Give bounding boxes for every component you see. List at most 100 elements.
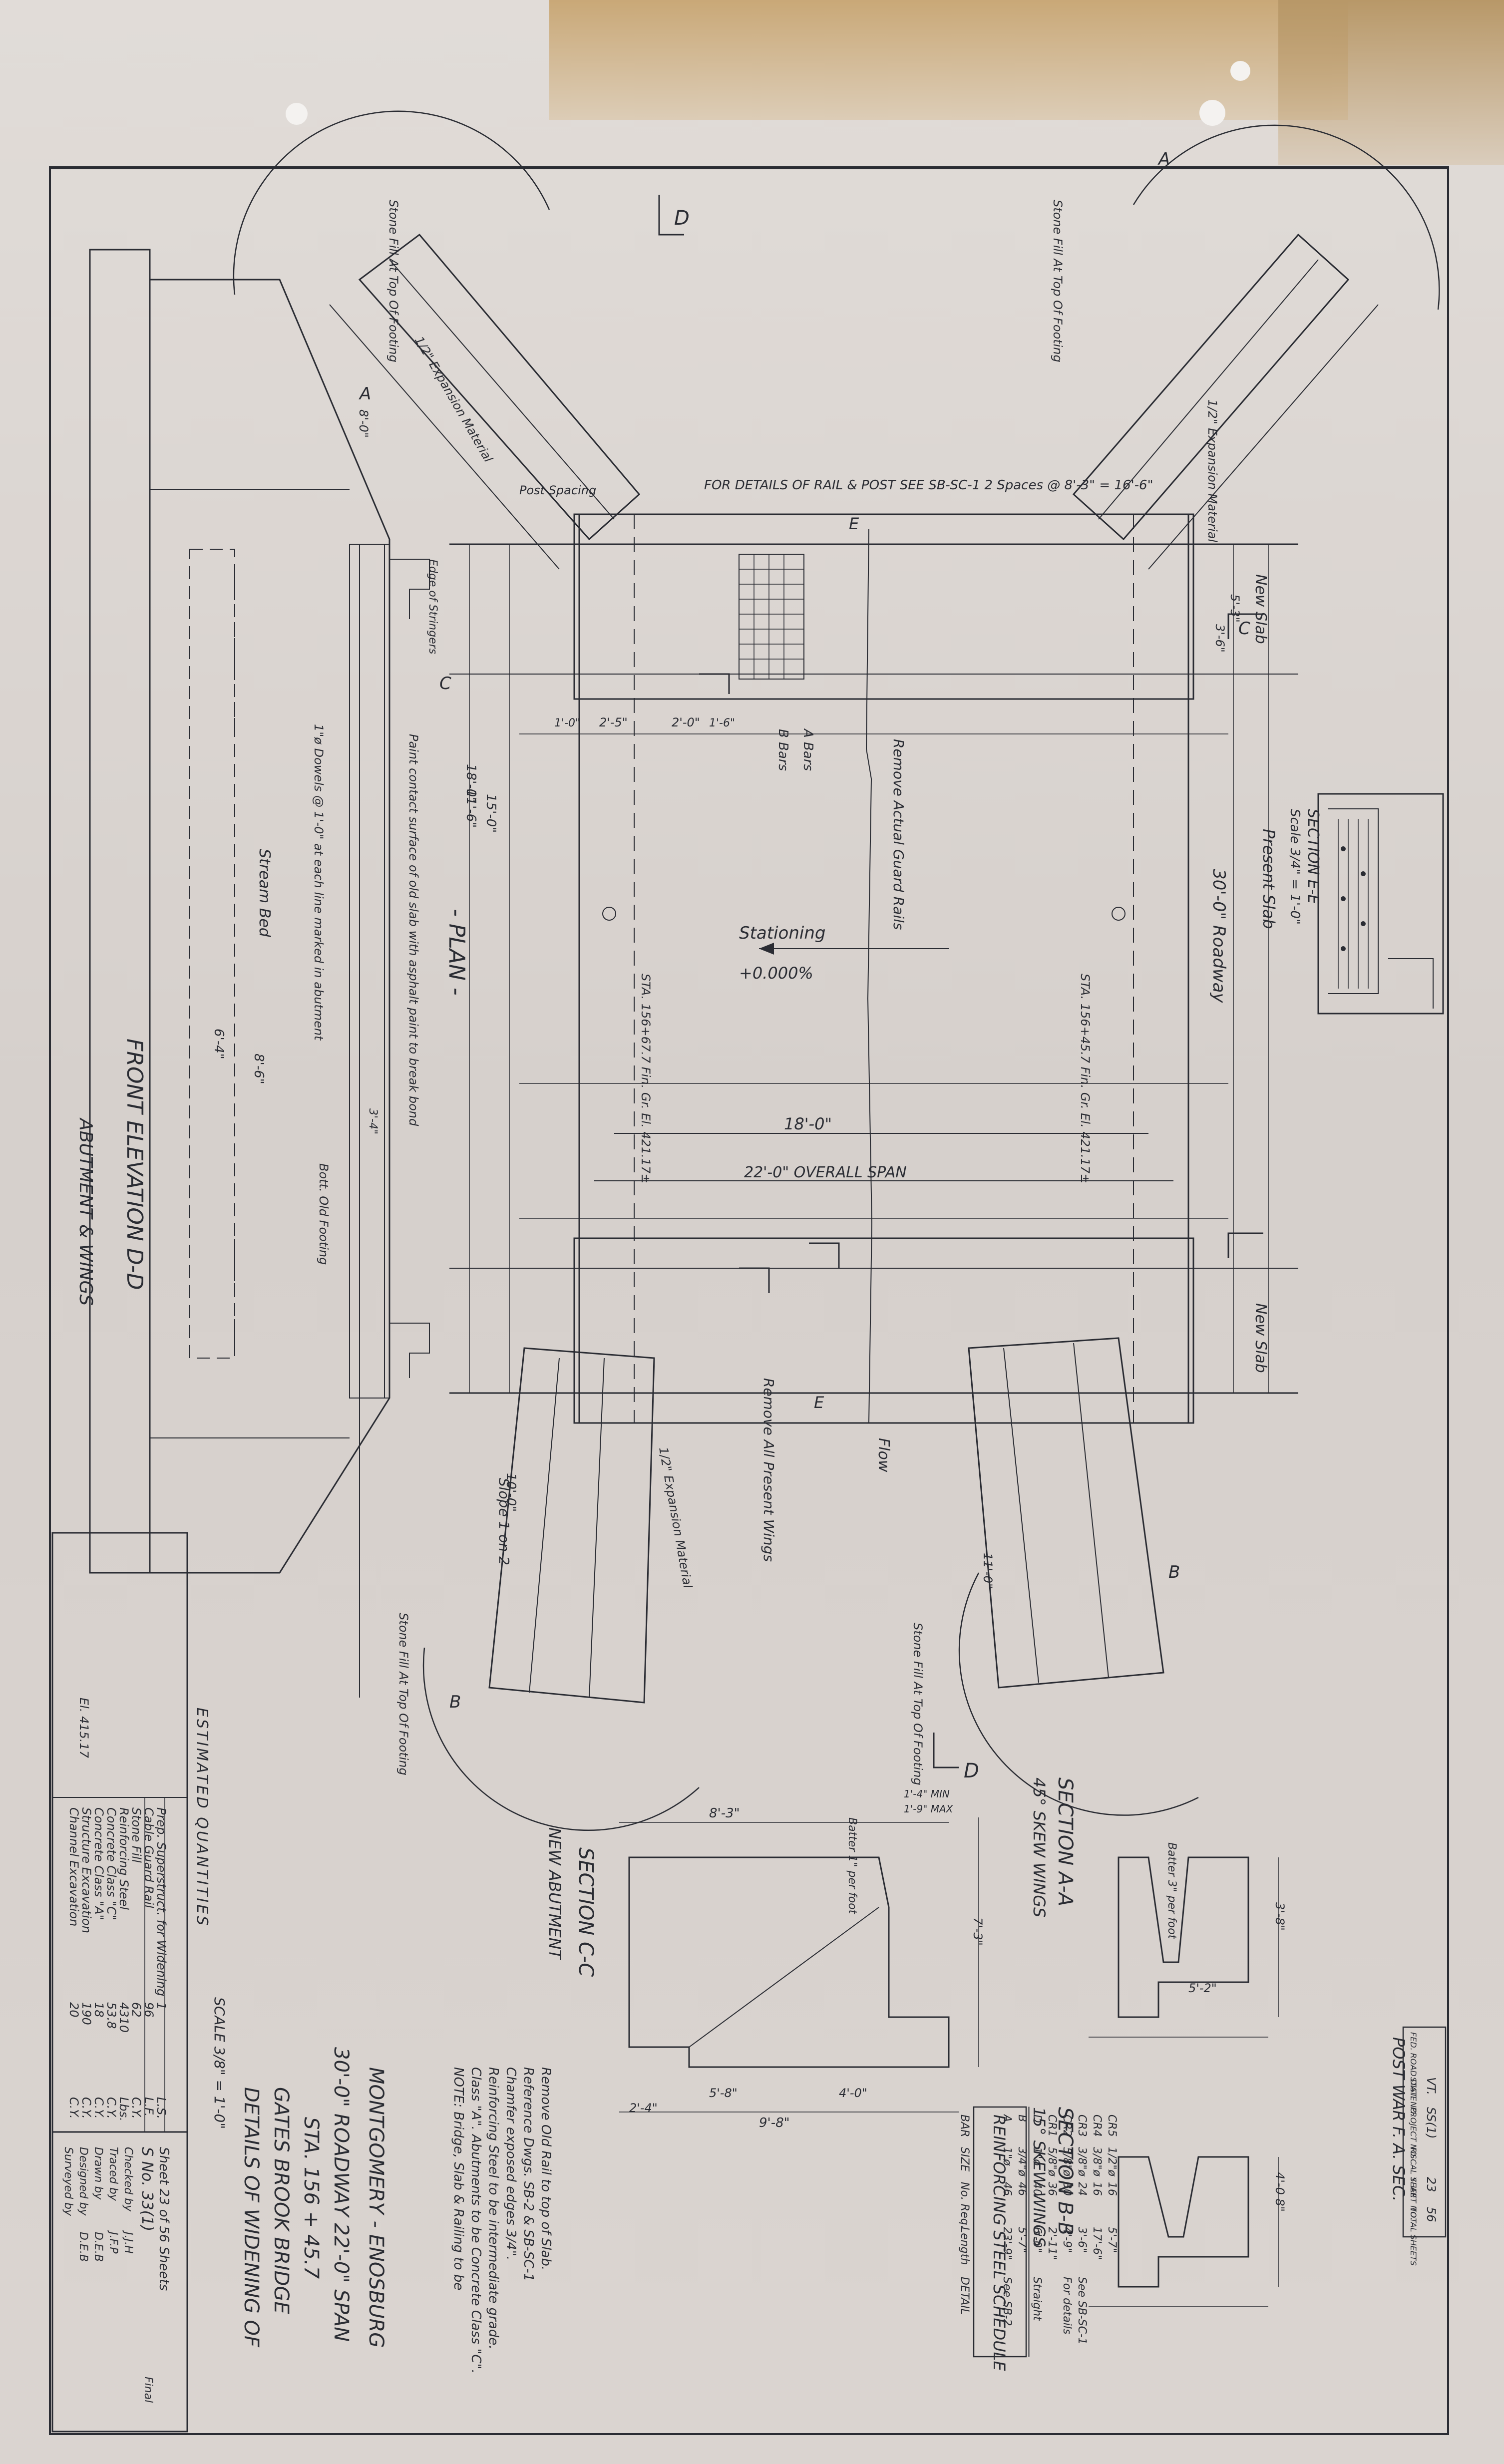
qty-unit-7: L.S. [154,2097,168,2119]
credit-final: Final [142,2377,154,2403]
qty-q-5: 62 [129,2002,143,2018]
schedule-header-2: No. Req. [958,2182,971,2229]
schedule-cell: 36 [1046,2182,1058,2196]
schedule-cell: 3/4"ø [1016,2147,1028,2177]
front-elevation [89,249,430,1574]
dim-batter: Batter 1" per foot [846,1817,858,1915]
section-a-a [1089,1856,1279,2038]
label-sta-2: STA. 156+67.7 Fin. Gr. El. 421.17± [639,974,653,1183]
schedule-cell: D [1031,2114,1043,2123]
schedule-cell: CR5 [1106,2114,1118,2137]
punch-hole [1199,100,1225,126]
state-header-1: STATE [1409,2077,1418,2102]
mark-e-2: E [814,1393,824,1412]
schedule-cell: 23'-9" [1001,2227,1013,2260]
title-line-1: GATES BROOK BRIDGE [270,2087,293,2314]
dim-11-6: 11'-6" [463,789,478,828]
masking-tape-corner [1278,0,1504,165]
note-line-1: Class "A". Abutments to be Concrete Clas… [468,2067,483,2374]
qty-q-1: 190 [79,2002,93,2025]
qty-item-5: Stone Fill [129,1807,143,1863]
schedule-cell: See SB-2 [1001,2277,1013,2326]
wing-walls [233,110,1440,1831]
credit-label-4: Checked by [122,2147,134,2212]
view-label-front: FRONT ELEVATION D-D [122,1039,147,1290]
label-overall-span: 22'-0" OVERALL SPAN [744,1164,907,1181]
qty-q-3: 53.8 [104,2002,118,2029]
credit-label-0: Surveyed by [62,2147,74,2216]
qty-item-0: Channel Excavation [67,1807,81,1926]
sheet-border [49,166,1449,2435]
schedule-cell: A [1001,2113,1013,2122]
label-flow: Flow [875,1438,892,1472]
schedule-title: REINFORCING STEEL SCHEDULE [990,2114,1009,2371]
schedule-cell: CR2 [1061,2114,1073,2137]
dim-2-0: 2'-0" [672,715,700,729]
note-line-5: Remove Old Rail to top of Slab. [538,2067,553,2270]
schedule-cell: 30 [1061,2182,1073,2196]
schedule-cell: 3/8"ø [1076,2147,1088,2177]
quantities-frame [51,1532,188,2433]
label-dowels: 1"ø Dowels @ 1'-0" at each line marked i… [312,724,326,1041]
qty-item-1: Structure Excavation [79,1807,93,1933]
label-exp-right: 1/2" Expansion Material [1205,399,1219,542]
credit-value-3: J.F.P [107,2230,119,2254]
credit-value-2: D.E.B [92,2232,104,2262]
schedule-cell: CR4 [1091,2114,1103,2137]
qty-item-2: Concrete Class "A" [92,1807,106,1920]
label-stationing: Stationing [739,923,825,943]
schedule-cell: 1"ø [1031,2147,1043,2166]
qty-item-6: Cable Guard Rail [142,1807,156,1908]
schedule-cell: 2'-11" [1046,2227,1058,2260]
view-label-present-slab: Present Slab [1259,829,1278,929]
qty-q-6: 96 [142,2002,156,2018]
schedule-cell: 4'-9" [1061,2227,1073,2253]
label-elevation: El. 415.17 [77,1698,91,1759]
dim-18-0: 18'-0" [463,764,478,803]
view-label-section-ee-sub: Scale 3/4" = 1'-0" [1287,809,1302,925]
mark-a-2: A [1157,149,1170,169]
dim-8-0: 8'-0" [357,409,371,438]
credit-value-4: J.J.H [122,2230,134,2254]
view-label-section-cc: SECTION C-C [574,1847,597,1977]
dim-3-8: 3'-8" [1273,1902,1287,1931]
state-header-5: TOTAL SHEETS [1409,2207,1418,2266]
schedule-cell: 1/2"ø [1106,2147,1118,2177]
mark-c: C [439,674,451,694]
label-paint: Paint contact surface of old slab with a… [406,734,420,1126]
schedule-header-3: Length [958,2227,971,2265]
view-label-section-aa-sub: 45° SKEW WINGS [1030,1777,1049,1917]
sheet-value: 23 [1424,2177,1438,2192]
schedule-cell: 40 [1031,2182,1043,2196]
label-sta-1: STA. 156+45.7 Fin. Gr. El. 421.17± [1078,974,1092,1183]
section-c-c [619,1817,979,2112]
title-line-4: MONTGOMERY - ENOSBURG [365,2067,387,2348]
dim-4-08: 4'-0 8" [1273,2172,1287,2212]
mark-d-2: D [964,1760,979,1782]
label-bott-footing: Bott. Old Footing [317,1163,331,1265]
credit-label-1: Designed by [77,2147,89,2216]
view-label-section-cc-sub: NEW ABUTMENT [545,1827,564,1961]
label-edge-stringers: Edge of Stringers [426,559,439,654]
label-slope: Slope 1 on 2 [496,1478,512,1565]
view-label-section-ee: SECTION E-E [1304,809,1322,904]
state-header-4: SHEET NO. [1409,2177,1418,2220]
schedule-cell: 6'-0" [1031,2227,1043,2253]
view-label-front-sub: ABUTMENT & WINGS [75,1117,96,1306]
credit-value-1: D.E.B [77,2232,89,2262]
title-scale: SCALE 3/8" = 1'-0" [211,1997,228,2129]
schedule-cell: 17'-6" [1091,2227,1103,2260]
schedule-cell: CR3 [1076,2114,1088,2137]
label-stone-fill-bl: Stone Fill At Top Of Footing [396,1613,410,1775]
label-exp-bottom: 1/2" Expansion Material [656,1446,695,1589]
dim-2-4: 2'-4" [629,2101,658,2115]
state-header-2: PROJECT NO. [1409,2107,1418,2158]
schedule-cell: 16 [1091,2182,1103,2196]
dim-5-3: 5'-3" [1228,594,1242,623]
dim-1-6: 1'-6" [709,717,735,729]
note-line-0: NOTE: Bridge, Slab & Railing to be [451,2067,466,2290]
note-line-2: Reinforcing Steel to be intermediate gra… [486,2067,501,2350]
view-label-section-bb-sub: 15° SKEW WINGS [1030,2107,1049,2247]
